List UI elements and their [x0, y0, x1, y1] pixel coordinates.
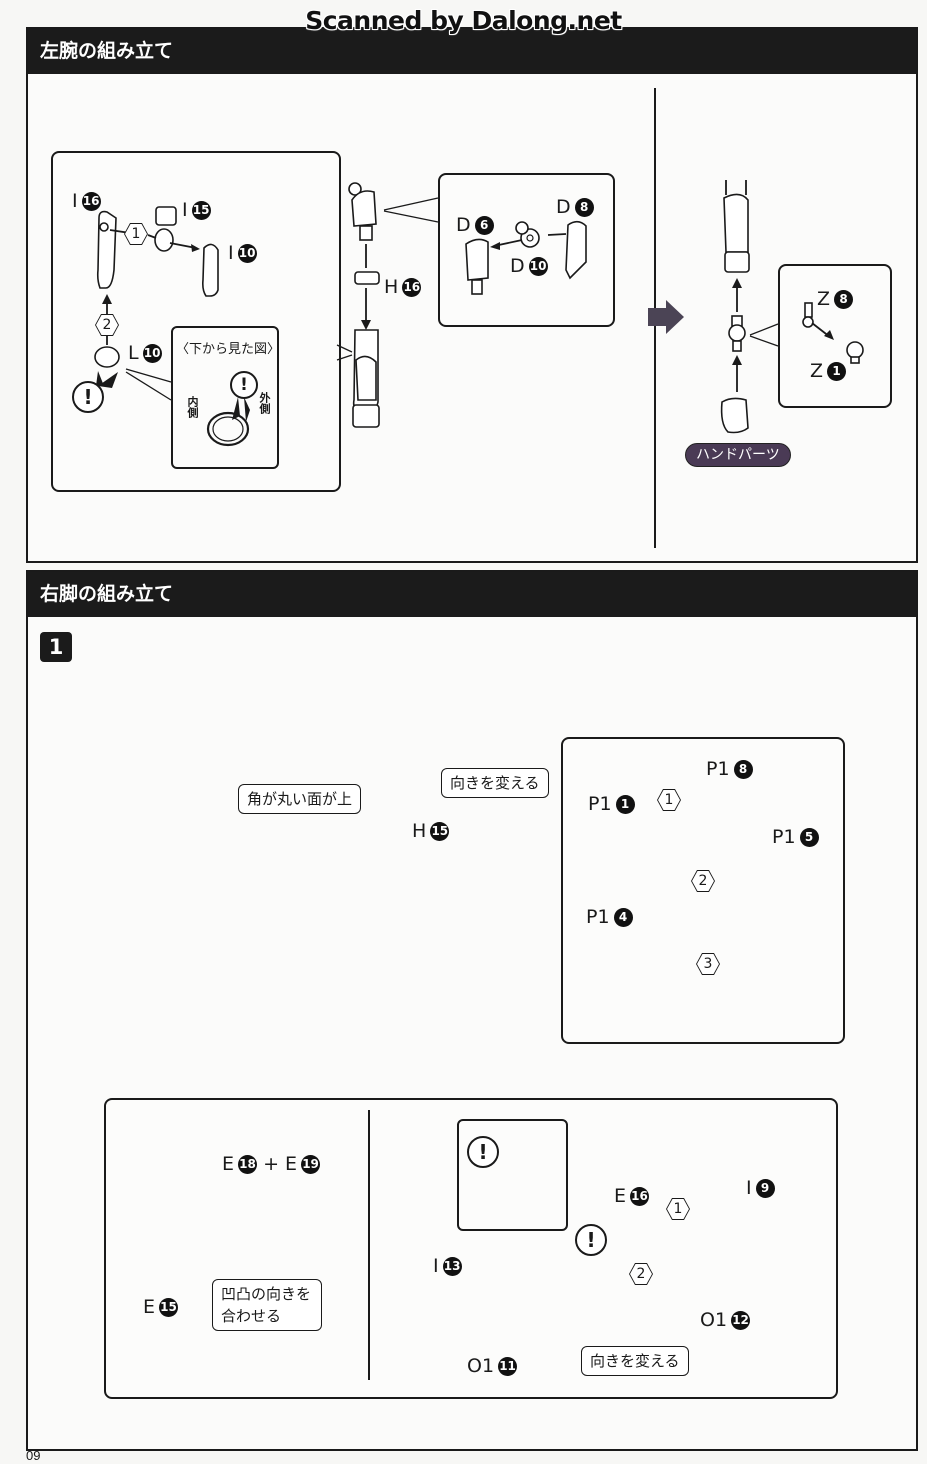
warning-icon: ! — [230, 371, 258, 399]
warning-icon: ! — [575, 1224, 607, 1256]
part-number-badge: 15 — [430, 822, 450, 841]
part-number-badge: 10 — [142, 344, 162, 363]
part-number-badge: 8 — [733, 760, 753, 779]
step-marker-2: 2 — [96, 315, 118, 335]
part-number-badge: 12 — [731, 1311, 751, 1330]
forearm-assembled — [723, 180, 750, 273]
part-number-badge: 11 — [498, 1357, 518, 1376]
step-marker-3: 3 — [697, 954, 719, 974]
section-title: 左腕の組み立て — [28, 29, 916, 74]
part-number-badge: 10 — [237, 244, 257, 263]
warning-icon: ! — [72, 381, 104, 413]
page-number: 09 — [26, 1448, 41, 1463]
upper-arm-assembled — [352, 329, 380, 428]
part-number-badge: 15 — [159, 1298, 179, 1317]
part-number-badge: 1 — [827, 362, 847, 381]
part-number-badge: 6 — [474, 216, 494, 235]
inner-side-label: 内側 — [186, 396, 199, 418]
callout-change-direction: 向きを変える — [441, 768, 549, 798]
part-number-badge: 1 — [615, 795, 635, 814]
step-marker-1: 1 — [125, 224, 147, 244]
ring-bottom-view — [206, 397, 250, 447]
watermark: Scanned by Dalong.net — [305, 6, 622, 35]
outer-side-label: 外側 — [258, 392, 271, 414]
wrist-joint-assembled — [728, 315, 746, 352]
warning-icon: ! — [467, 1136, 499, 1168]
part-number-badge: 8 — [834, 290, 854, 309]
callout-round-face-up: 角が丸い面が上 — [238, 784, 362, 814]
part-number-badge: 9 — [755, 1179, 775, 1198]
inset-title: 〈下から見た図〉 — [176, 342, 281, 357]
callout-change-direction: 向きを変える — [581, 1346, 689, 1376]
part-l10-shape — [94, 346, 120, 368]
section-title: 右脚の組み立て — [28, 572, 916, 617]
part-number-badge: 19 — [301, 1155, 321, 1174]
part-z1-shape — [846, 341, 864, 359]
step-marker-2: 2 — [630, 1264, 652, 1284]
hand-parts-badge: ハンドパーツ — [685, 443, 791, 467]
part-number-badge: 16 — [630, 1187, 650, 1206]
part-i16-shape — [96, 210, 117, 289]
part-number-badge: 8 — [574, 198, 594, 217]
wrist-joint-box — [778, 264, 892, 408]
hand-part-shape — [720, 397, 749, 434]
part-number-badge: 16 — [81, 192, 101, 211]
part-number-badge: 16 — [402, 278, 422, 297]
big-arrow-right — [648, 300, 684, 334]
part-number-badge: 15 — [191, 201, 211, 220]
shoulder-assembled — [348, 182, 377, 241]
knee-detail-inset — [457, 1119, 568, 1231]
part-number-badge: 10 — [528, 257, 548, 276]
part-number-badge: 4 — [613, 908, 633, 927]
callout-align-notches: 凹凸の向きを合わせる — [212, 1279, 322, 1331]
part-i15-shape — [154, 206, 177, 252]
part-d8-shape — [565, 220, 587, 280]
subassembly-divider — [368, 1110, 370, 1380]
part-h16-shape — [354, 271, 380, 285]
step-marker-2: 2 — [692, 871, 714, 891]
part-number-badge: 13 — [442, 1257, 462, 1276]
step-number-badge: 1 — [40, 632, 72, 662]
part-number-badge: 5 — [799, 828, 819, 847]
step-marker-1: 1 — [667, 1199, 689, 1219]
plus-sign: + — [263, 1153, 279, 1175]
step-marker-1: 1 — [658, 790, 680, 810]
part-number-badge: 18 — [238, 1155, 258, 1174]
part-d6-shape — [465, 238, 489, 281]
part-z8-shape — [802, 302, 814, 328]
part-i10-shape — [202, 243, 219, 297]
